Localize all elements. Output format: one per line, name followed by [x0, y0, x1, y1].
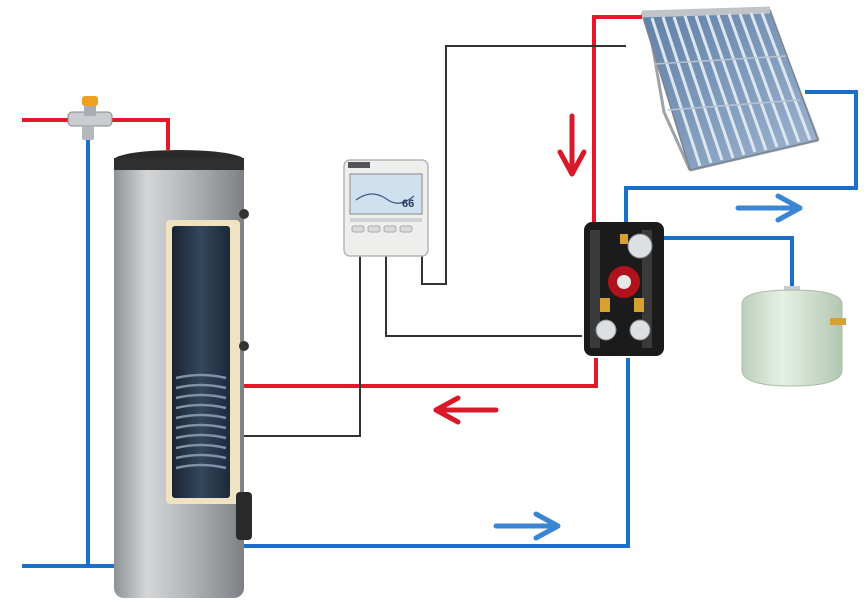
mixing-valve	[67, 96, 113, 140]
pump-station	[584, 222, 664, 356]
tank-port	[239, 341, 249, 351]
cold-pipe-to-collector	[624, 90, 858, 222]
heating-coil	[175, 373, 227, 470]
solar-controller: 66	[343, 159, 429, 257]
arrow-left-hot	[433, 395, 499, 425]
controller-display	[349, 173, 423, 215]
collector-tubes	[650, 12, 812, 167]
signal-wires	[244, 45, 626, 437]
controller-readout: 66	[402, 198, 414, 210]
cold-pipe-to-vessel	[664, 236, 794, 292]
storage-tank	[114, 150, 252, 598]
pump-gauge	[627, 233, 653, 259]
pump-gauge	[595, 319, 617, 341]
arrow-right-cold-upper	[735, 193, 803, 223]
hot-pipe-to-tank	[244, 358, 598, 388]
wire-pump-station	[385, 256, 582, 337]
vessel-valve	[830, 318, 846, 325]
pump-gauge	[629, 319, 651, 341]
tank-port	[239, 209, 249, 219]
controller-buttons	[351, 225, 413, 233]
arrow-down-hot	[557, 113, 587, 177]
flow-arrows	[433, 113, 803, 541]
cold-pipe-return	[244, 358, 630, 548]
solar-collector	[640, 6, 820, 172]
cold-pipes	[22, 90, 858, 568]
expansion-vessel	[741, 286, 846, 387]
tank-flange	[236, 492, 252, 540]
arrow-right-cold-lower	[493, 511, 561, 541]
wire-tank-sensor	[244, 256, 361, 437]
wire-collector-sensor	[421, 45, 626, 285]
hot-pipe-from-collector	[592, 15, 642, 224]
